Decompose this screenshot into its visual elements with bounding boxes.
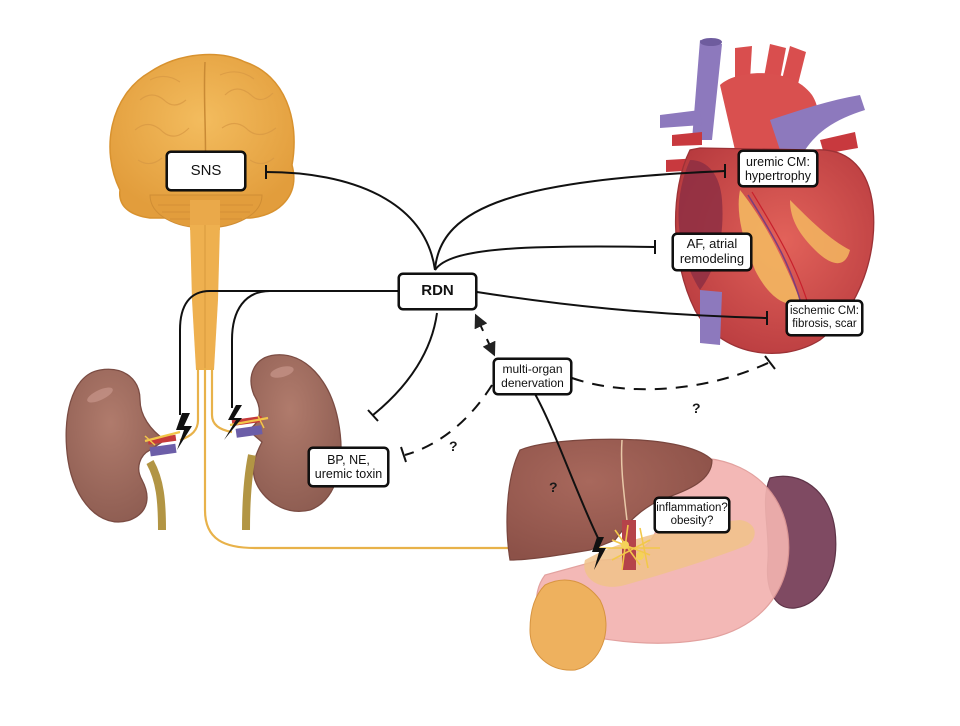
inhibit-bar-bp — [367, 409, 379, 422]
edge-rdn-af — [434, 245, 656, 271]
edge-rdn-left-kidney — [179, 290, 398, 415]
node-multi-organ-line1: multi-organ — [502, 362, 563, 377]
lightning-icon-celiac — [592, 537, 606, 570]
inhibit-bar-multi-ischemic — [764, 355, 776, 370]
lightning-icon-right-kidney — [224, 405, 242, 440]
node-inflammation-line1: inflammation? — [656, 502, 728, 515]
abdominal-organs — [506, 438, 837, 671]
connectors — [179, 164, 768, 539]
edge-rdn-uremic-cm — [434, 170, 726, 271]
node-multi-organ-line2: denervation — [501, 375, 564, 390]
node-af-line2: remodeling — [679, 251, 745, 266]
right-kidney — [229, 354, 342, 531]
brain-illustration — [109, 53, 295, 370]
node-af: AF, atrial remodeling — [672, 233, 752, 271]
left-kidney — [65, 368, 181, 531]
node-uremic-cm-line1: uremic CM: — [746, 154, 810, 169]
inhibit-bar-multi-bp — [400, 446, 407, 463]
node-multi-organ: multi-organ denervation — [493, 358, 572, 395]
node-inflammation: inflammation? obesity? — [654, 497, 730, 533]
lightning-icon-left-kidney — [176, 413, 192, 450]
edge-multi-organ-celiac — [534, 393, 599, 539]
edge-rdn-ischemic-cm — [476, 291, 768, 319]
edge-rdn-bp — [372, 312, 438, 416]
edge-rdn-multi-organ — [474, 313, 496, 357]
edge-rdn-sns — [265, 171, 436, 271]
node-uremic-cm-line2: hypertrophy — [744, 168, 811, 183]
node-ischemic-cm-line1: ischemic CM: — [789, 305, 859, 318]
node-ischemic-cm-line2: fibrosis, scar — [792, 318, 857, 330]
question-mark-bp: ? — [449, 438, 458, 454]
question-mark-heart: ? — [692, 400, 701, 416]
node-ischemic-cm: ischemic CM: fibrosis, scar — [786, 300, 863, 336]
node-sns-text: SNS — [190, 161, 222, 179]
edge-multi-organ-ischemic — [571, 361, 771, 391]
node-sns: SNS — [166, 151, 246, 191]
node-rdn: RDN — [398, 273, 477, 310]
node-bp-ne: BP, NE, uremic toxin — [308, 447, 389, 487]
node-rdn-text: RDN — [421, 282, 454, 300]
node-bp-ne-line1: BP, NE, — [327, 453, 370, 467]
node-uremic-cm: uremic CM: hypertrophy — [738, 150, 818, 187]
node-af-line1: AF, atrial — [686, 236, 738, 252]
node-inflammation-line2: obesity? — [670, 515, 714, 527]
question-mark-liver: ? — [549, 479, 558, 495]
node-bp-ne-line2: uremic toxin — [314, 467, 383, 481]
edge-rdn-right-kidney — [231, 290, 398, 408]
